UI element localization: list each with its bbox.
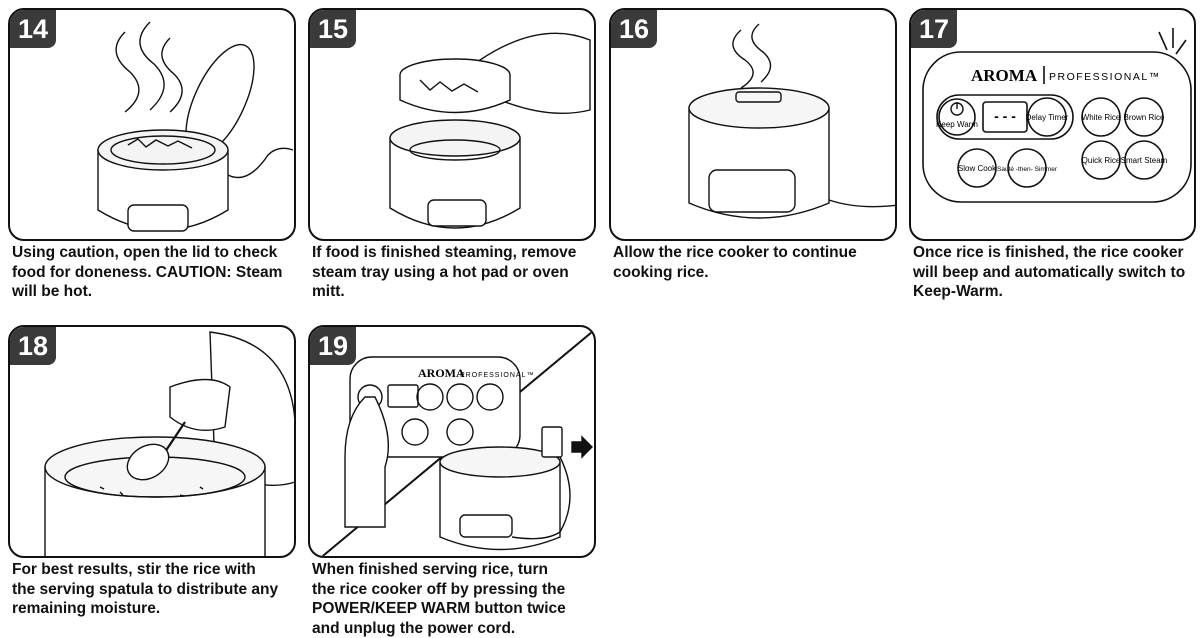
brown-rice-label: Brown Rice bbox=[1124, 113, 1165, 122]
step-16-number: 16 bbox=[611, 10, 657, 48]
step-16-illustration: 16 bbox=[609, 8, 897, 241]
cooker-open-lid-illustration bbox=[97, 21, 294, 232]
panel-brand-logo: AROMA bbox=[418, 366, 465, 380]
cooker-closed-steaming-illustration bbox=[688, 23, 895, 219]
step-14-caption: Using caution, open the lid to check foo… bbox=[12, 244, 283, 300]
stir-rice-illustration bbox=[44, 331, 294, 556]
step-17-illustration: 17 AROMA PROFESSIONAL™ - - - Ke bbox=[909, 8, 1196, 241]
step-17-caption: Once rice is finished, the rice cooker w… bbox=[913, 244, 1186, 300]
step-18-caption: For best results, stir the rice with the… bbox=[12, 561, 279, 617]
step-15-illustration: 15 bbox=[308, 8, 596, 241]
step-19-caption: When finished serving rice, turn the ric… bbox=[312, 561, 566, 637]
step-18-illustration: 18 bbox=[8, 325, 296, 558]
turn-off-unplug-illustration: AROMA PROFESSIONAL™ bbox=[321, 329, 594, 556]
smart-steam-label: Smart Steam bbox=[1121, 156, 1168, 165]
saute-simmer-label: Sauté -then- Simmer bbox=[997, 166, 1058, 173]
step-19-number: 19 bbox=[310, 327, 356, 365]
step-17-number: 17 bbox=[911, 10, 957, 48]
timer-display: - - - bbox=[994, 108, 1016, 124]
step-14-illustration: 14 bbox=[8, 8, 296, 241]
control-panel-illustration: AROMA PROFESSIONAL™ - - - Keep Warm Dela… bbox=[922, 28, 1192, 203]
quick-rice-label: Quick Rice bbox=[1082, 156, 1121, 165]
brand-logo: AROMA bbox=[971, 66, 1038, 85]
panel-brand-series: PROFESSIONAL™ bbox=[460, 372, 534, 379]
slow-cook-label: Slow Cook bbox=[958, 164, 997, 173]
white-rice-label: White Rice bbox=[1082, 113, 1121, 122]
delay-timer-label: Delay Timer bbox=[1026, 113, 1069, 122]
step-15-number: 15 bbox=[310, 10, 356, 48]
remove-steam-tray-illustration bbox=[389, 32, 591, 229]
step-15-caption: If food is finished steaming, remove ste… bbox=[312, 244, 577, 300]
brand-series: PROFESSIONAL™ bbox=[1049, 71, 1161, 83]
keep-warm-label: Keep Warm bbox=[936, 120, 978, 129]
step-18-number: 18 bbox=[10, 327, 56, 365]
step-19-illustration: 19 AROMA PROFESSIONAL™ bbox=[308, 325, 596, 558]
step-14-number: 14 bbox=[10, 10, 56, 48]
step-16-caption: Allow the rice cooker to continue cookin… bbox=[613, 244, 857, 281]
